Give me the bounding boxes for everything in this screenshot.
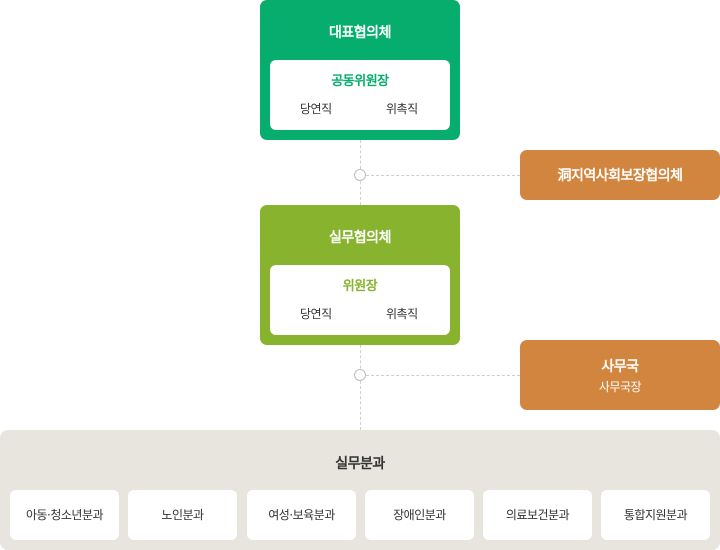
secretariat-sub: 사무국장 xyxy=(598,380,642,394)
connector-horizontal-1 xyxy=(366,175,520,176)
connector-vertical-2 xyxy=(360,345,361,430)
representative-council-head: 공동위원장 xyxy=(331,74,389,89)
division-disability: 장애인분과 xyxy=(365,490,474,540)
connector-horizontal-2 xyxy=(366,375,520,376)
working-council-box: 실무협의체 위원장 당연직 위촉직 xyxy=(260,205,460,345)
division-integrated-support: 통합지원분과 xyxy=(601,490,710,540)
division-children-youth: 아동·청소년분과 xyxy=(10,490,119,540)
working-council-inner: 위원장 당연직 위촉직 xyxy=(270,265,450,335)
working-divisions-title: 실무분과 xyxy=(335,456,385,472)
division-medical-health: 의료보건분과 xyxy=(483,490,592,540)
working-divisions-panel: 실무분과 아동·청소년분과 노인분과 여성·보육분과 장애인분과 의료보건분과 … xyxy=(0,430,720,550)
connector-node-1 xyxy=(354,169,366,181)
division-women-childcare: 여성·보육분과 xyxy=(247,490,356,540)
working-council-title: 실무협의체 xyxy=(329,230,391,246)
division-elderly: 노인분과 xyxy=(128,490,237,540)
representative-council-title: 대표협의체 xyxy=(329,25,391,41)
working-council-member-appointed: 위촉직 xyxy=(386,307,418,321)
representative-council-inner: 공동위원장 당연직 위촉직 xyxy=(270,60,450,130)
secretariat-label: 사무국 xyxy=(601,359,639,375)
working-council-head: 위원장 xyxy=(342,279,378,294)
working-council-member-exofficio: 당연직 xyxy=(300,307,332,321)
secretariat-box: 사무국 사무국장 xyxy=(520,340,720,410)
representative-council-member-exofficio: 당연직 xyxy=(300,102,332,116)
connector-node-2 xyxy=(354,369,366,381)
community-council-label: 洞지역사회보장협의체 xyxy=(557,168,683,184)
community-council-box: 洞지역사회보장협의체 xyxy=(520,150,720,200)
representative-council-member-appointed: 위촉직 xyxy=(386,102,418,116)
representative-council-box: 대표협의체 공동위원장 당연직 위촉직 xyxy=(260,0,460,140)
